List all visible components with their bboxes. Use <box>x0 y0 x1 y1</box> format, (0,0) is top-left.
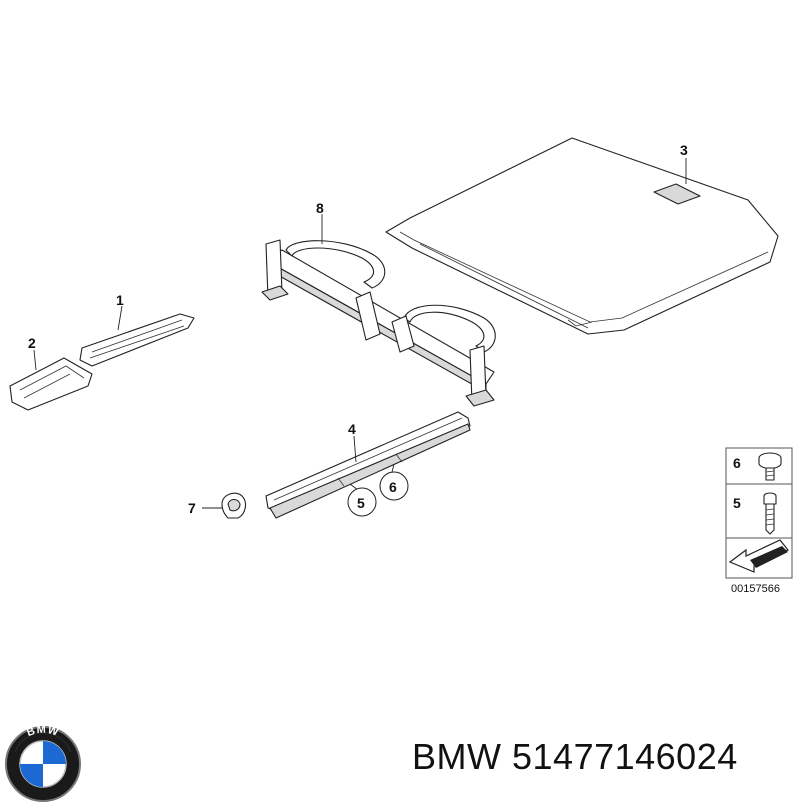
part-2-trim-cover: 2 <box>9 335 93 411</box>
callout-6: 6 <box>389 479 397 495</box>
callout-1: 1 <box>116 292 124 308</box>
callout-7: 7 <box>188 500 196 516</box>
callout-3: 3 <box>680 142 688 158</box>
bmw-logo: BMW <box>3 724 83 804</box>
callout-5-circle: 5 <box>347 483 377 517</box>
brand-and-part-number: BMW 51477146024 <box>412 736 738 778</box>
callout-2: 2 <box>28 335 36 351</box>
callout-6-circle: 6 <box>379 463 409 501</box>
legend-item-6: 6 <box>733 455 741 471</box>
part-8-strap-holder: 8 <box>261 200 496 407</box>
diagram-number: 00157566 <box>731 583 780 595</box>
screw-6-icon <box>758 452 782 481</box>
bmw-roundel-icon: BMW <box>5 724 81 802</box>
brand-name: BMW <box>412 736 502 777</box>
part-number: 51477146024 <box>512 736 738 777</box>
screw-5-icon <box>763 492 777 535</box>
part-1-trim-cover: 1 <box>79 292 195 367</box>
fastener-legend: 6 5 00157566 <box>725 447 793 595</box>
part-4-rail: 4 <box>265 411 471 519</box>
legend-item-5: 5 <box>733 495 741 511</box>
arrow-icon <box>728 539 789 573</box>
callout-5: 5 <box>357 495 365 511</box>
part-3-floor-mat: 3 <box>385 137 779 335</box>
svg-text:BMW: BMW <box>25 724 61 739</box>
callout-4: 4 <box>348 421 356 437</box>
callout-8: 8 <box>316 200 324 216</box>
part-7-clip: 7 <box>188 492 247 519</box>
